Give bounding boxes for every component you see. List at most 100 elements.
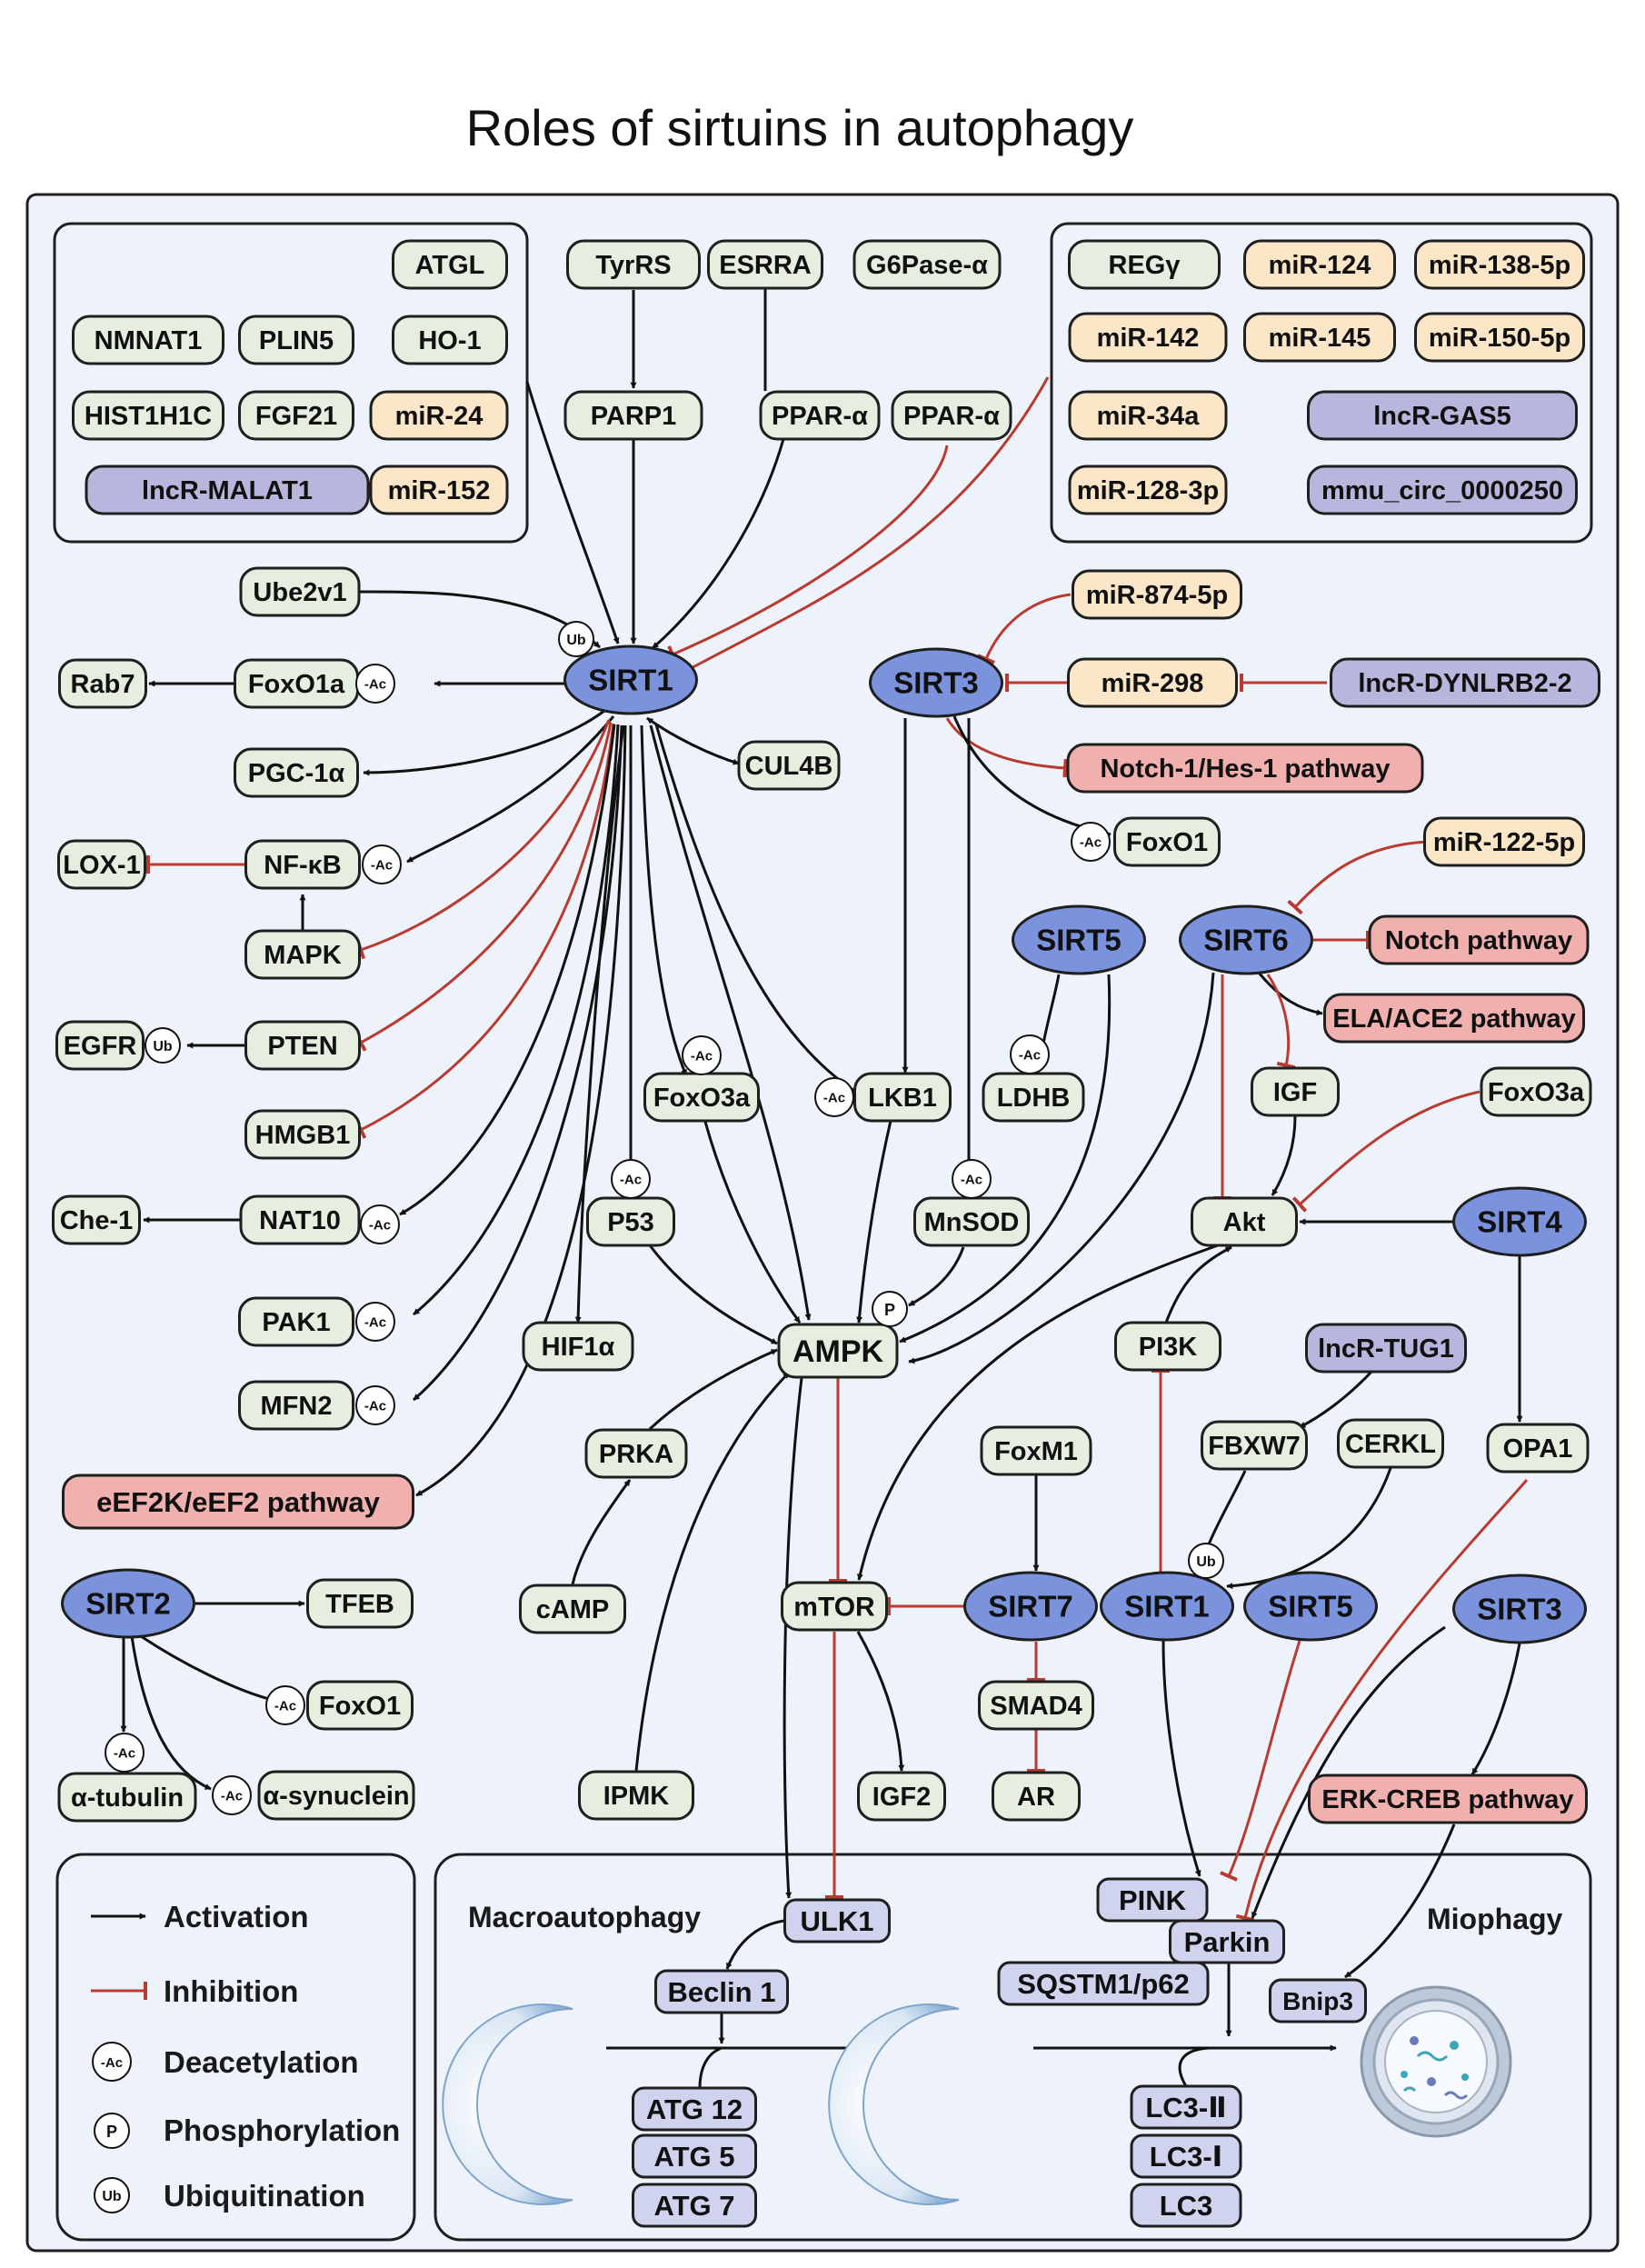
activation-edge: [1161, 1640, 1201, 1877]
autophagosome-icon: [828, 2003, 960, 2205]
node-mir874: miR-874-5p: [1072, 569, 1242, 620]
activation-edge: [908, 1246, 965, 1307]
deacetylation-mark: -Ac: [355, 1385, 395, 1425]
node-label: TFEB: [325, 1590, 394, 1619]
node-label: ATG 12: [646, 2093, 743, 2125]
node-label: mTOR: [793, 1593, 875, 1623]
node-label: NMNAT1: [95, 326, 203, 355]
edges: [120, 287, 1529, 2089]
node-mir122: miR-122-5p: [1423, 816, 1585, 867]
inhibition-edge: [977, 593, 1072, 664]
activation-edge: [399, 724, 616, 1216]
node-label: Beclin 1: [668, 1976, 776, 2008]
node-akt: Akt: [1191, 1196, 1298, 1247]
node-nmnat1: NMNAT1: [72, 315, 224, 365]
legend-p-mark: P: [106, 2123, 117, 2141]
node-igf2: IGF2: [857, 1771, 946, 1822]
macroautophagy-label: Macroautophagy: [468, 1901, 701, 1933]
node-mir34a: miR-34a: [1068, 390, 1228, 441]
activation-edge: [652, 438, 785, 650]
node-foxo1-s3: FoxO1: [1113, 816, 1221, 867]
node-ho1: HO-1: [392, 315, 508, 365]
node-label: PPAR-α: [772, 402, 868, 431]
svg-text:-Ac: -Ac: [961, 1173, 982, 1188]
node-label: Rab7: [71, 670, 135, 699]
svg-text:-Ac: -Ac: [221, 1789, 243, 1804]
node-sirt5b: SIRT5: [1243, 1571, 1378, 1642]
activation-edge: [646, 716, 740, 765]
node-ube2v1: Ube2v1: [239, 566, 361, 617]
deacetylation-mark: -Ac: [611, 1159, 651, 1199]
activation-edge: [857, 1244, 1219, 1581]
node-lox1: LOX-1: [57, 839, 146, 890]
node-label: PRKA: [599, 1440, 673, 1469]
node-label: SIRT3: [1477, 1593, 1562, 1626]
svg-text:-Ac: -Ac: [823, 1091, 845, 1106]
group-right-top: [1050, 222, 1593, 544]
node-parp1: PARP1: [563, 390, 703, 441]
node-label: mmu_circ_0000250: [1321, 476, 1563, 505]
node-label: LC3-Ⅰ: [1150, 2141, 1222, 2173]
activation-edge: [415, 724, 627, 1497]
node-cul4b: CUL4B: [737, 740, 841, 791]
node-hist1h1c: HIST1H1C: [72, 390, 224, 441]
legend-activation: Activation: [164, 1900, 309, 1933]
activation-edge: [1251, 1625, 1446, 1919]
node-pgc1a: PGC-1α: [234, 747, 359, 798]
modification-marks: -Ac-AcUbUb-Ac-Ac-Ac-Ac-Ac-Ac-Ac-Ac-AcP-A…: [105, 621, 1224, 1815]
node-label: PI3K: [1139, 1333, 1198, 1362]
node-foxo1a: FoxO1a: [234, 658, 359, 709]
node-label: Ube2v1: [253, 578, 346, 607]
node-beclin1: Beclin 1: [654, 1969, 789, 2014]
node-label: SIRT1: [588, 664, 673, 697]
node-label: ATG 5: [654, 2141, 735, 2173]
node-label: CUL4B: [745, 752, 833, 781]
node-label: lncR-DYNLRB2-2: [1358, 669, 1571, 698]
svg-text:Ub: Ub: [566, 633, 586, 648]
phosphorylation-mark: P: [872, 1291, 908, 1327]
node-label: Notch pathway: [1385, 926, 1572, 955]
svg-text:-Ac: -Ac: [364, 677, 386, 693]
activation-edge: [140, 1634, 274, 1702]
svg-text:-Ac: -Ac: [364, 1315, 386, 1331]
node-label: ATGL: [415, 251, 485, 280]
node-lncdynlrb2: lncR-DYNLRB2-2: [1330, 657, 1600, 708]
node-sirt6: SIRT6: [1179, 904, 1313, 975]
node-mir138: miR-138-5p: [1414, 239, 1585, 290]
node-esrra: ESRRA: [707, 239, 823, 290]
node-label: PINK: [1119, 1884, 1187, 1916]
node-label: miR-298: [1102, 669, 1204, 698]
node-label: miR-874-5p: [1086, 581, 1228, 610]
deacetylation-mark: -Ac: [105, 1733, 145, 1773]
ubiquitination-mark: Ub: [145, 1027, 181, 1064]
node-mir298: miR-298: [1067, 657, 1238, 708]
node-label: ESRRA: [719, 251, 812, 280]
node-fgf21: FGF21: [238, 390, 354, 441]
node-label: FoxO1: [319, 1692, 401, 1721]
deacetylation-mark: -Ac: [355, 664, 395, 704]
node-elaace2: ELA/ACE2 pathway: [1323, 993, 1585, 1044]
node-label: MnSOD: [924, 1208, 1020, 1237]
activation-edge: [698, 2046, 723, 2089]
svg-text:-Ac: -Ac: [369, 1218, 391, 1234]
inhibition-edge: [1235, 1479, 1529, 1923]
inhibition-edge: [680, 376, 1050, 680]
deacetylation-mark: -Ac: [265, 1685, 305, 1725]
node-label: eEF2K/eEF2 pathway: [96, 1486, 381, 1518]
ubiquitination-mark: Ub: [1188, 1543, 1224, 1579]
activation-edge: [1178, 2046, 1210, 2087]
node-label: Parkin: [1184, 1926, 1271, 1958]
activation-edge: [649, 724, 812, 1321]
node-label: AMPK: [793, 1334, 884, 1369]
activation-edge: [856, 1631, 905, 1772]
inhibition-edge: [1220, 1640, 1301, 1882]
deacetylation-mark: -Ac: [360, 1204, 400, 1244]
node-pten: PTEN: [244, 1020, 361, 1071]
node-label: miR-152: [388, 476, 491, 505]
svg-text:Ub: Ub: [153, 1039, 173, 1054]
node-label: miR-145: [1269, 324, 1371, 353]
svg-text:Ub: Ub: [1196, 1554, 1216, 1570]
inhibition-edge: [355, 719, 611, 960]
node-label: Che-1: [60, 1206, 134, 1235]
